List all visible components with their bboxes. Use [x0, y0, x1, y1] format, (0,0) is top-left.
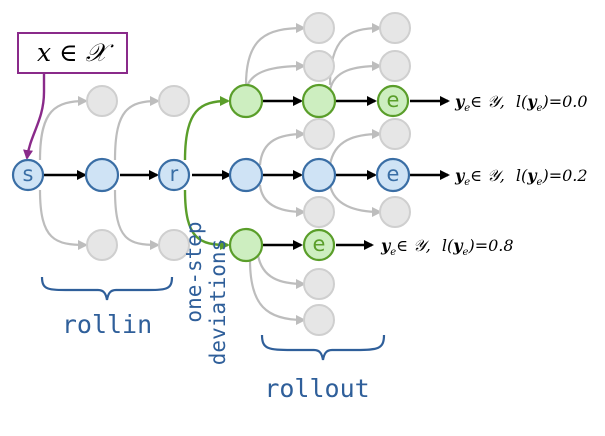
outcome-top: ye∈ 𝒴, l(ye)=0.0	[454, 92, 588, 114]
grey-node	[303, 12, 335, 44]
end-node-bottom-label: e	[313, 232, 326, 256]
rollin-node	[84, 157, 120, 193]
start-node-label: s	[23, 162, 34, 186]
blue-nodes	[11, 157, 411, 193]
end-node-top-label: e	[387, 88, 400, 112]
grey-node	[158, 85, 190, 117]
end-node-middle	[375, 157, 411, 193]
end-node-top	[376, 84, 410, 118]
deviations-label-line1: one-step	[182, 221, 206, 322]
grey-node	[379, 50, 411, 82]
grey-node	[303, 268, 335, 300]
input-label: 𝑥 ∈ 𝒳	[37, 38, 114, 67]
rollout-node-top	[301, 83, 337, 119]
input-arrow	[23, 73, 46, 160]
outcome-bottom: ye∈ 𝒴, l(ye)=0.8	[380, 236, 514, 258]
deviation-node-top	[228, 83, 264, 119]
roll-node-label: r	[170, 162, 179, 186]
grey-node	[303, 196, 335, 228]
rollin-label: rollin	[62, 310, 152, 339]
grey-node	[86, 229, 118, 261]
grey-node	[379, 196, 411, 228]
rollin-grey-edges	[38, 96, 160, 250]
deviation-node-bottom	[228, 227, 264, 263]
input-box	[17, 32, 128, 74]
deviations-label-line2: deviations	[206, 239, 230, 365]
grey-node	[86, 85, 118, 117]
grey-node	[379, 12, 411, 44]
green-nodes	[228, 83, 410, 263]
grey-nodes	[86, 12, 411, 336]
grey-node	[379, 118, 411, 150]
deviation-edges	[183, 96, 230, 250]
outcome-middle: ye∈ 𝒴, l(ye)=0.2	[454, 166, 588, 188]
grey-node	[303, 50, 335, 82]
rollout-label: rollout	[264, 374, 369, 403]
end-node-bottom	[302, 228, 336, 262]
end-node-middle-label: e	[387, 162, 400, 186]
rollout-node	[301, 157, 337, 193]
main-edges	[44, 96, 450, 250]
grey-node	[158, 229, 190, 261]
rollout-brace	[260, 334, 386, 361]
rollout-node	[228, 157, 264, 193]
start-node	[11, 158, 45, 192]
grey-node	[303, 304, 335, 336]
rollin-brace	[40, 276, 174, 301]
grey-node	[303, 118, 335, 150]
roll-node	[157, 158, 191, 192]
